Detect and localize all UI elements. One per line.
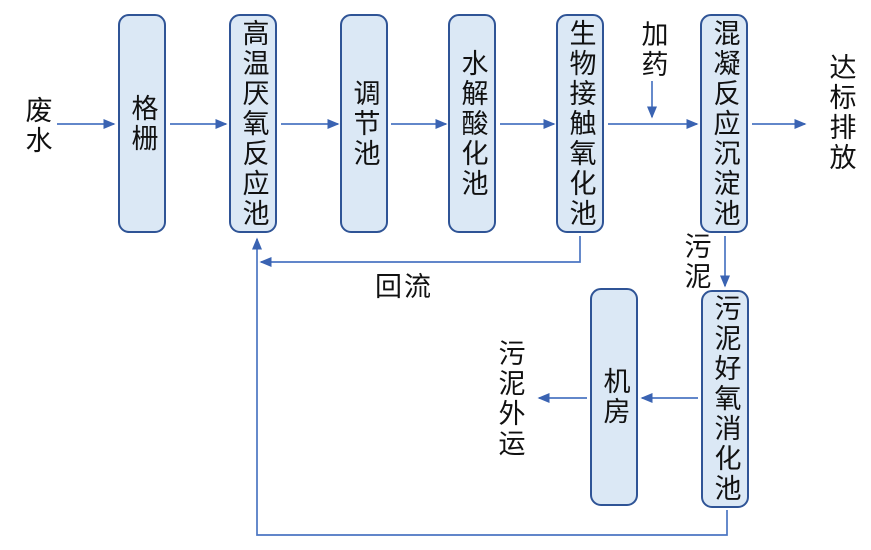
edge-digestion-return-to-anaerobic [252,237,728,536]
label-dosing: 加药 [628,18,676,82]
node-machine-room-label: 机房 [599,367,630,427]
label-influent: 废水 [12,90,60,162]
label-discharge-text: 达标排放 [825,53,856,173]
node-coagulation-tank-label: 混凝反应沉淀池 [709,18,740,229]
edge-bio-contact-reflux-to-anaerobic [259,236,581,267]
node-machine-room: 机房 [590,288,638,506]
node-bio-contact-tank: 生物接触氧化池 [556,14,604,233]
node-sludge-digestion-tank: 污泥好氧消化池 [701,290,749,508]
node-bio-contact-tank-label: 生物接触氧化池 [565,18,596,229]
node-hydrolysis-tank: 水解酸化池 [448,14,496,233]
label-discharge: 达标排放 [816,53,864,173]
label-sludge-out-text: 污泥外运 [494,339,525,459]
label-influent-text: 废水 [21,96,52,156]
node-screen-label: 格栅 [127,93,158,154]
node-anaerobic-reactor-label: 高温厌氧反应池 [238,18,269,229]
node-regulating-tank-label: 调节池 [349,78,380,169]
label-sludge: 污泥 [671,232,719,292]
node-screen: 格栅 [118,14,166,233]
label-reflux: 回流 [375,272,433,302]
node-sludge-digestion-tank-label: 污泥好氧消化池 [710,294,741,504]
node-regulating-tank: 调节池 [340,14,388,233]
node-anaerobic-reactor: 高温厌氧反应池 [229,14,277,233]
node-coagulation-tank: 混凝反应沉淀池 [700,14,748,233]
label-sludge-out: 污泥外运 [485,339,533,459]
label-dosing-text: 加药 [637,20,668,80]
node-hydrolysis-tank-label: 水解酸化池 [457,48,488,199]
label-sludge-text: 污泥 [680,232,711,292]
